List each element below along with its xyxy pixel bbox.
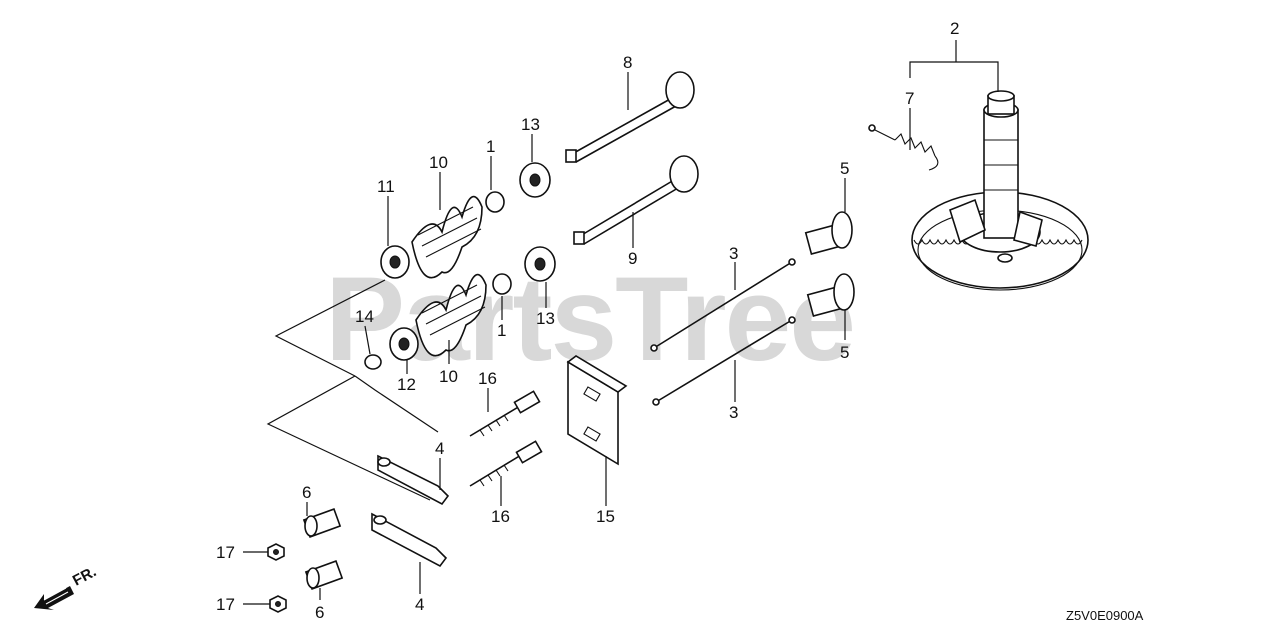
callout-13-upper[interactable]: 13 bbox=[521, 115, 540, 134]
rocker-arm-upper-part[interactable] bbox=[377, 454, 450, 506]
callout-7[interactable]: 7 bbox=[905, 89, 914, 108]
callout-16-upper[interactable]: 16 bbox=[478, 369, 497, 388]
camshaft-gear-part[interactable] bbox=[911, 90, 1089, 291]
valve-cap-part[interactable] bbox=[364, 354, 382, 370]
collet-lower-part[interactable] bbox=[492, 273, 512, 295]
callout-4-lower[interactable]: 4 bbox=[415, 595, 424, 614]
tappet-upper-part[interactable] bbox=[804, 211, 853, 256]
spring-retainer-part[interactable] bbox=[380, 245, 410, 279]
valve-spring-upper-part[interactable] bbox=[411, 195, 483, 279]
callout-10-upper[interactable]: 10 bbox=[429, 153, 448, 172]
callout-5-lower[interactable]: 5 bbox=[840, 343, 849, 362]
callout-5-upper[interactable]: 5 bbox=[840, 159, 849, 178]
group-bracket-lines bbox=[266, 279, 439, 501]
rocker-stud-lower-part[interactable] bbox=[469, 440, 543, 487]
valve-rotator-lower-part[interactable] bbox=[524, 246, 556, 282]
diagram-code: Z5V0E0900A bbox=[1066, 608, 1144, 623]
callout-6-upper[interactable]: 6 bbox=[302, 483, 311, 502]
front-direction-label: FR. bbox=[70, 563, 99, 589]
callout-9[interactable]: 9 bbox=[628, 249, 637, 268]
callout-15[interactable]: 15 bbox=[596, 507, 615, 526]
valve-spring-lower-part[interactable] bbox=[415, 273, 487, 357]
callout-6-lower[interactable]: 6 bbox=[315, 603, 324, 622]
rocker-nut-lower-part[interactable] bbox=[269, 595, 287, 613]
callout-13-lower[interactable]: 13 bbox=[536, 309, 555, 328]
push-rod-upper-part[interactable] bbox=[650, 258, 796, 352]
callout-17-upper[interactable]: 17 bbox=[216, 543, 235, 562]
callout-8[interactable]: 8 bbox=[623, 53, 632, 72]
rocker-nut-upper-part[interactable] bbox=[267, 543, 285, 561]
callout-3-lower[interactable]: 3 bbox=[729, 403, 738, 422]
watermark: PartsTree bbox=[325, 252, 854, 386]
callout-2[interactable]: 2 bbox=[950, 19, 959, 38]
pivot-bolt-lower-part[interactable] bbox=[304, 560, 344, 590]
callout-12[interactable]: 12 bbox=[397, 375, 416, 394]
governor-spring-part[interactable] bbox=[868, 124, 939, 171]
front-direction-arrow-icon bbox=[34, 586, 74, 610]
callout-17-lower[interactable]: 17 bbox=[216, 595, 235, 614]
callout-16-lower[interactable]: 16 bbox=[491, 507, 510, 526]
spring-retainer-lower-part[interactable] bbox=[389, 327, 419, 361]
leader-lines bbox=[243, 40, 999, 605]
callout-14[interactable]: 14 bbox=[355, 307, 374, 326]
rocker-stud-upper-part[interactable] bbox=[469, 390, 541, 437]
callout-3-upper[interactable]: 3 bbox=[729, 244, 738, 263]
callout-1-lower[interactable]: 1 bbox=[497, 321, 506, 340]
guide-plate-part[interactable] bbox=[566, 355, 628, 466]
push-rod-lower-part[interactable] bbox=[652, 316, 796, 406]
intake-valve-part[interactable] bbox=[573, 155, 699, 245]
callout-1-upper[interactable]: 1 bbox=[486, 137, 495, 156]
tappet-lower-part[interactable] bbox=[806, 273, 855, 318]
callout-11[interactable]: 11 bbox=[377, 177, 395, 196]
rocker-arm-lower-part[interactable] bbox=[371, 512, 448, 568]
pivot-bolt-upper-part[interactable] bbox=[302, 508, 342, 538]
valve-rotator-upper-part[interactable] bbox=[519, 162, 551, 198]
collet-upper-part[interactable] bbox=[485, 191, 505, 213]
callout-4-upper[interactable]: 4 bbox=[435, 439, 444, 458]
exhaust-valve-part[interactable] bbox=[565, 71, 695, 163]
callout-10-lower[interactable]: 10 bbox=[439, 367, 458, 386]
